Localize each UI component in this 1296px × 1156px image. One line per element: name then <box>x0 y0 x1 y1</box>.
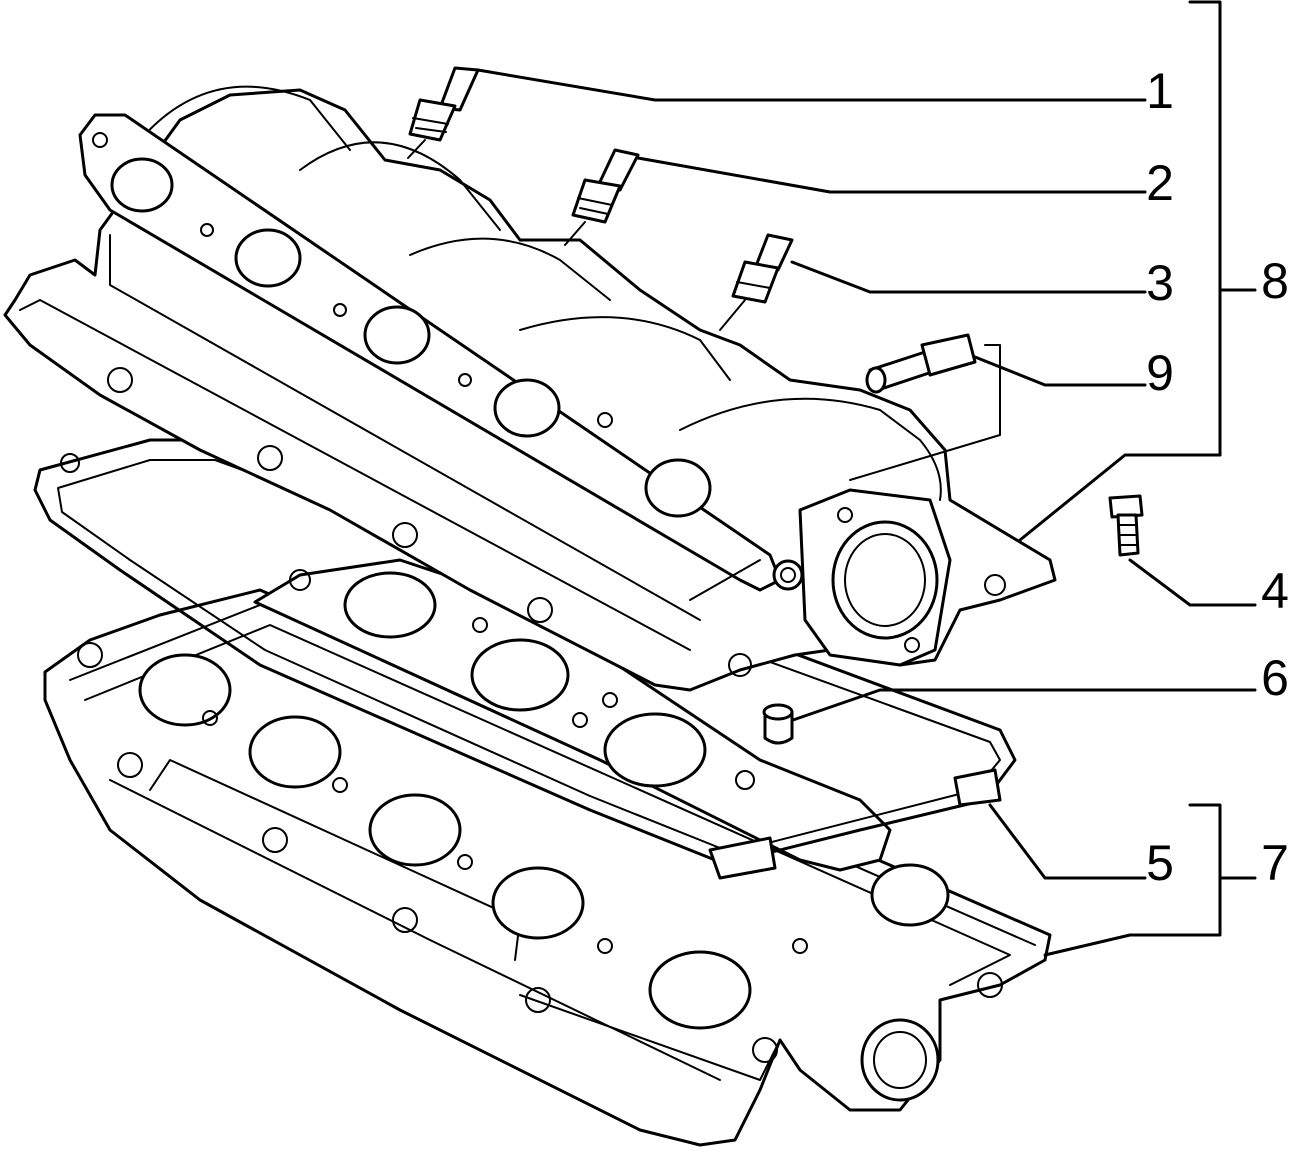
callout-9: 9 <box>1146 345 1174 401</box>
fitting-part-9 <box>865 333 977 394</box>
callout-5: 5 <box>1146 835 1174 891</box>
guide-line-3 <box>719 299 746 331</box>
callout-1: 1 <box>1146 63 1174 119</box>
guide-line-2 <box>564 221 586 246</box>
bushing-part-6 <box>762 703 794 745</box>
callout-6: 6 <box>1261 650 1289 706</box>
fitting-part-3 <box>731 233 794 304</box>
callout-8: 8 <box>1261 253 1289 309</box>
callout-2: 2 <box>1146 155 1174 211</box>
fitting-part-1 <box>408 66 480 142</box>
guide-line-9 <box>849 344 1001 481</box>
upper-intake-manifold <box>3 85 1057 692</box>
fitting-part-2 <box>571 148 640 224</box>
bolt-part-4 <box>1108 494 1144 557</box>
callout-3: 3 <box>1146 255 1174 311</box>
callout-7: 7 <box>1261 835 1289 891</box>
callout-4: 4 <box>1261 563 1289 619</box>
leader-lines <box>476 0 1257 957</box>
guide-line-1 <box>407 139 426 159</box>
lower-manifold-housing <box>43 588 1052 1147</box>
